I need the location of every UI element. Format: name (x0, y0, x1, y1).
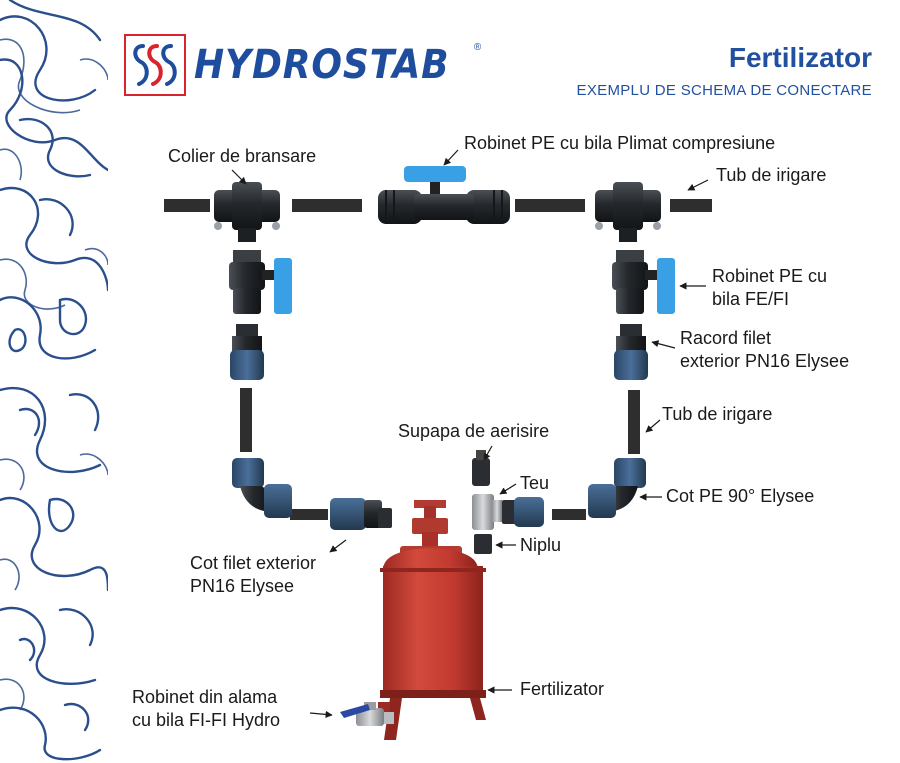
page-title: Fertilizator (728, 42, 872, 73)
elbow-90-left (232, 458, 292, 518)
label-elbow-90: Cot PE 90° Elysee (666, 486, 815, 506)
label-threaded-elbow: Cot filet exterior PN16 Elysee (190, 552, 316, 598)
threaded-elbow (330, 498, 392, 530)
ball-valve-right (612, 250, 675, 314)
label-brass-valve-line2: cu bila FI-FI Hydro (132, 710, 281, 730)
brass-ball-valve (340, 702, 394, 726)
saddle-clamp-right (595, 182, 661, 242)
male-adapter-right (614, 324, 648, 380)
ball-valve-left (229, 250, 292, 314)
elbow-90-right (588, 458, 646, 518)
label-valve-fe-fi-line1: Robinet PE cu (712, 266, 828, 286)
label-male-adapter-line1: Racord filet (680, 328, 772, 348)
label-saddle-clamp: Colier de bransare (168, 146, 317, 166)
registered-mark: ® (473, 41, 482, 53)
label-brass-valve: Robinet din alama cu bila FI-FI Hydro (132, 686, 280, 732)
page-subtitle: EXEMPLU DE SCHEMA DE CONECTARE (576, 82, 872, 99)
tee-assembly (472, 450, 544, 554)
label-male-adapter: Racord filet exterior PN16 Elysee (680, 327, 849, 373)
label-valve-fe-fi: Robinet PE cu bila FE/FI (712, 265, 827, 311)
label-male-adapter-line2: exterior PN16 Elysee (680, 351, 850, 371)
fertilizer-tank (378, 500, 486, 740)
label-pipe-top: Tub de irigare (716, 165, 827, 185)
irrigation-pipes (164, 199, 712, 520)
saddle-clamp-left (214, 182, 280, 242)
label-tee: Teu (520, 473, 550, 493)
label-nipple: Niplu (520, 535, 562, 555)
leader-lines (231, 149, 709, 718)
label-pipe-right: Tub de irigare (662, 404, 773, 424)
label-valve-plimat: Robinet PE cu bila Plimat compresiune (464, 133, 776, 153)
ball-valve-plimat (378, 166, 510, 224)
brand-name: HYDROSTAB (194, 42, 450, 88)
label-brass-valve-line1: Robinet din alama (132, 687, 278, 707)
label-valve-fe-fi-line2: bila FE/FI (712, 289, 790, 309)
brand-logo: HYDROSTAB ® (124, 34, 485, 96)
label-air-valve: Supapa de aerisire (398, 421, 550, 441)
logo-mark-icon (133, 44, 177, 86)
label-fertilizer: Fertilizator (520, 679, 605, 699)
label-threaded-elbow-line1: Cot filet exterior (190, 553, 317, 573)
topographic-pattern (0, 0, 108, 761)
label-threaded-elbow-line2: PN16 Elysee (190, 576, 295, 596)
logo-mark (124, 34, 186, 96)
male-adapter-left (230, 324, 264, 380)
